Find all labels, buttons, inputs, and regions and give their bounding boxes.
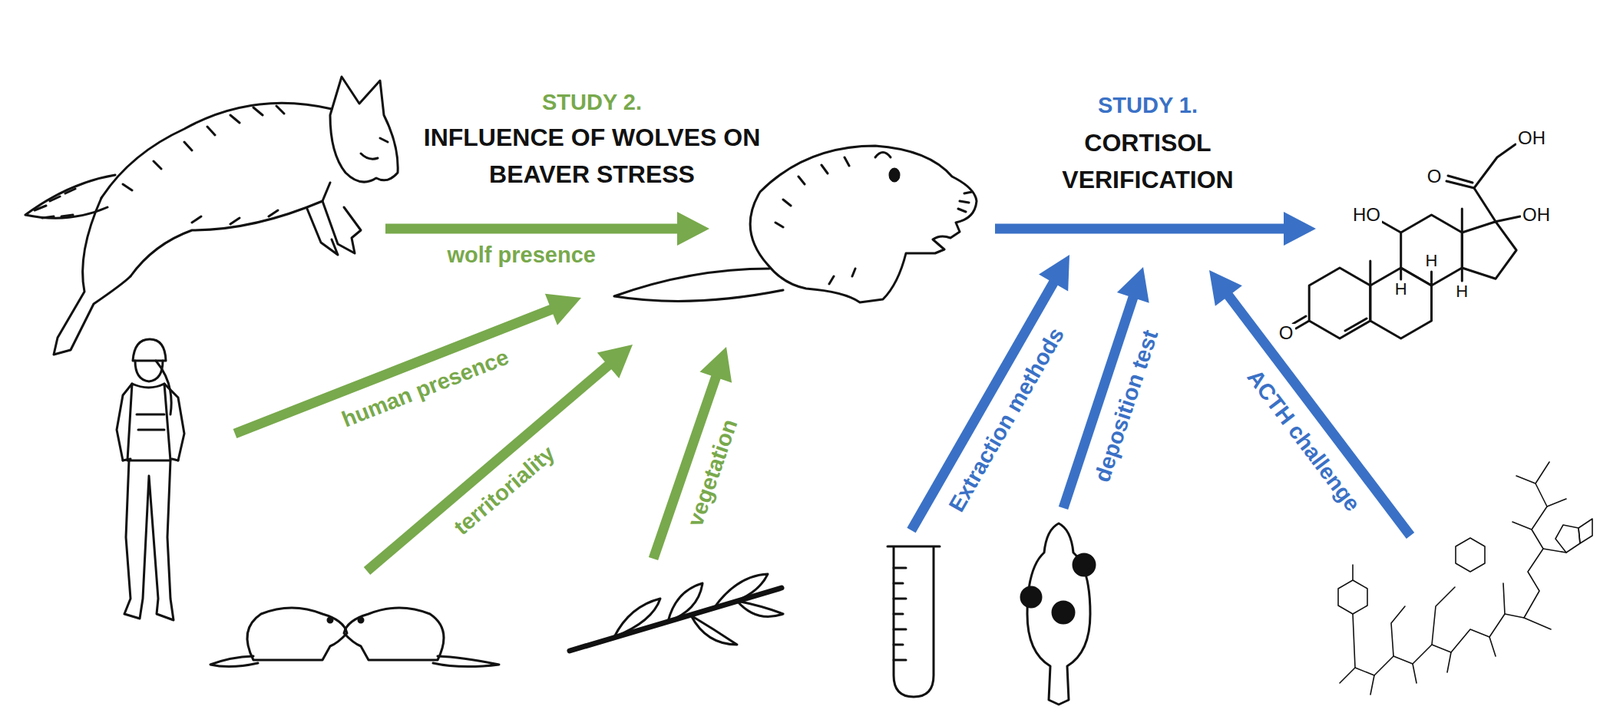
arrow-shaft	[234, 309, 553, 434]
beaver-top-view	[1021, 523, 1095, 705]
arrow-head	[677, 211, 710, 246]
atom-label: O	[1277, 323, 1296, 343]
atom-label: OH	[1516, 128, 1548, 148]
arrow-head	[545, 294, 582, 326]
arrow-label: ACTH challenge	[1241, 364, 1366, 517]
hiker-figure	[116, 339, 185, 621]
arrow-shaft	[911, 281, 1055, 531]
wolf-figure	[25, 76, 398, 355]
arrow-label: human presence	[337, 343, 513, 434]
arrow-shaft	[385, 224, 679, 235]
arrow-head	[1117, 267, 1150, 304]
atom-label: H	[1424, 252, 1440, 270]
atom-label: OH	[1520, 205, 1552, 225]
atom-label: H	[1393, 280, 1409, 298]
arrow-label: vegetation	[681, 415, 744, 529]
arrow-label: territoriality	[448, 439, 560, 541]
arrow-head	[1038, 254, 1070, 291]
atom-label: O	[1425, 167, 1444, 186]
study-number: STUDY 1.	[1097, 92, 1198, 120]
atom-label: H	[1454, 283, 1470, 301]
arrow-label: Extraction methods	[942, 323, 1070, 517]
arrow-head	[700, 347, 733, 384]
arrow-label: wolf presence	[447, 241, 596, 269]
arrow-head	[1283, 211, 1316, 246]
arrow-shaft	[995, 224, 1286, 235]
arrow-shaft	[1227, 294, 1411, 536]
arrow-head	[597, 344, 633, 379]
arrow-label: deposition test	[1088, 327, 1164, 486]
cortisol-structure	[1292, 144, 1521, 339]
study-number: STUDY 2.	[542, 89, 642, 116]
test-tube	[887, 546, 940, 698]
study-title: INFLUENCE OF WOLVES ON BEAVER STRESS	[419, 119, 765, 193]
atom-label: HO	[1351, 205, 1382, 225]
twig-figure	[569, 574, 784, 652]
study-title: CORTISOL VERIFICATION	[1024, 124, 1271, 199]
territorial-beavers	[210, 608, 500, 668]
arrow-head	[1209, 270, 1243, 307]
